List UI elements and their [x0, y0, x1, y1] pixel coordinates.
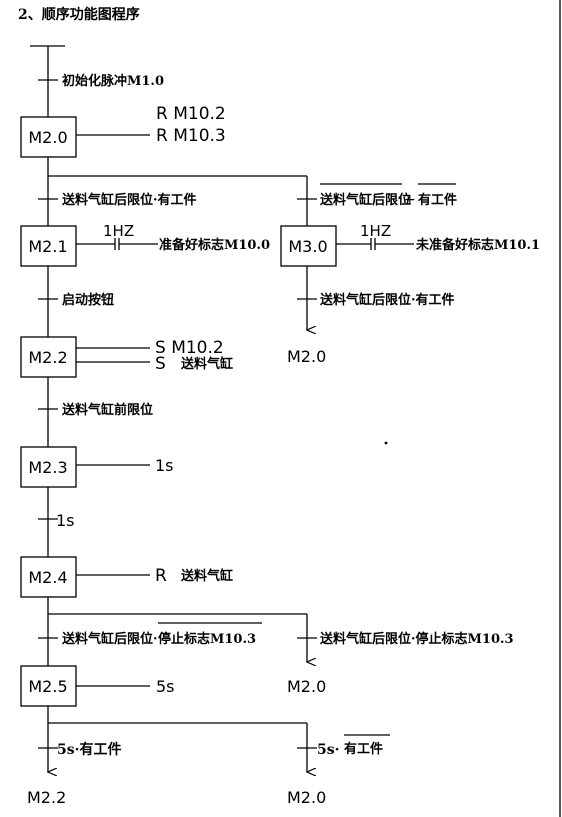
jump-target-m2-0: M2.0 — [287, 347, 326, 366]
step-m2-3-label: M2.3 — [28, 458, 67, 477]
action-m3-0-not-ready-flag: 未准备好标志M10.1 — [415, 237, 540, 253]
jump-target-m2-0-3: M2.0 — [287, 788, 326, 807]
action-m2-4-reset-feed-cylinder: 送料气缸 — [180, 568, 233, 584]
transition-left6-label: 5s·有工件 — [57, 741, 122, 758]
action-m2-0-reset-m10-3: R M10.3 — [156, 126, 226, 146]
step-m2-2 — [20, 336, 77, 378]
diagram-title: 2、顺序功能图程序 — [18, 6, 140, 23]
step-m2-1 — [20, 225, 77, 267]
step-m2-5 — [20, 665, 77, 707]
transition-right6-label-b: 有工件 — [344, 741, 383, 757]
transition-right1-plus: + — [404, 192, 416, 208]
transition-left1-label: 送料气缸后限位·有工件 — [61, 192, 197, 208]
contact-1hz-label-2: 1HZ — [360, 222, 391, 240]
action-m2-4-reset-letter: R — [155, 566, 167, 586]
action-m2-0-reset-m10-2: R M10.2 — [156, 104, 226, 124]
action-m2-1-ready-flag: 准备好标志M10.0 — [159, 237, 270, 253]
stray-dot — [384, 441, 388, 445]
step-m2-3 — [20, 446, 77, 488]
step-m3-0-label: M3.0 — [288, 237, 327, 256]
step-m2-0-label: M2.0 — [28, 128, 67, 147]
transition-start-button-label: 启动按钮 — [62, 292, 114, 308]
action-m2-2-set-m10-2: S M10.2 — [155, 338, 224, 358]
action-m2-5-timer-5s: 5s — [156, 677, 175, 696]
step-m2-1-label: M2.1 — [28, 237, 67, 256]
transition-left5-label-b: 停止标志M10.3 — [158, 631, 256, 647]
step-m2-4 — [20, 556, 77, 598]
jump-target-m2-0-2: M2.0 — [287, 677, 326, 696]
jump-target-m2-2: M2.2 — [27, 788, 66, 807]
contact-1hz-label: 1HZ — [103, 222, 134, 240]
transition-front-limit-label: 送料气缸前限位 — [61, 402, 153, 418]
transition-right6-label-a: 5s· — [317, 742, 340, 758]
step-m2-4-label: M2.4 — [28, 568, 67, 587]
transition-m3-0-out-label: 送料气缸后限位·有工件 — [319, 292, 455, 308]
transition-right1-label-b: 有工件 — [418, 192, 457, 208]
action-m2-3-timer-1s: 1s — [155, 456, 174, 475]
step-m2-2-label: M2.2 — [28, 348, 67, 367]
action-m2-2-set-letter: S — [155, 354, 166, 374]
step-m3-0 — [280, 225, 337, 267]
step-m2-0 — [20, 116, 77, 158]
transition-init-label: 初始化脉冲M1.0 — [62, 73, 164, 89]
transition-left5-label-a: 送料气缸后限位· — [61, 631, 158, 647]
transition-right1-label-a: 送料气缸后限位 — [319, 192, 411, 208]
transition-1s-label: 1s — [56, 511, 75, 530]
transition-right5-label: 送料气缸后限位·停止标志M10.3 — [319, 631, 514, 647]
step-m2-5-label: M2.5 — [28, 677, 67, 696]
action-m2-2-set-feed-cylinder: 送料气缸 — [180, 356, 233, 372]
